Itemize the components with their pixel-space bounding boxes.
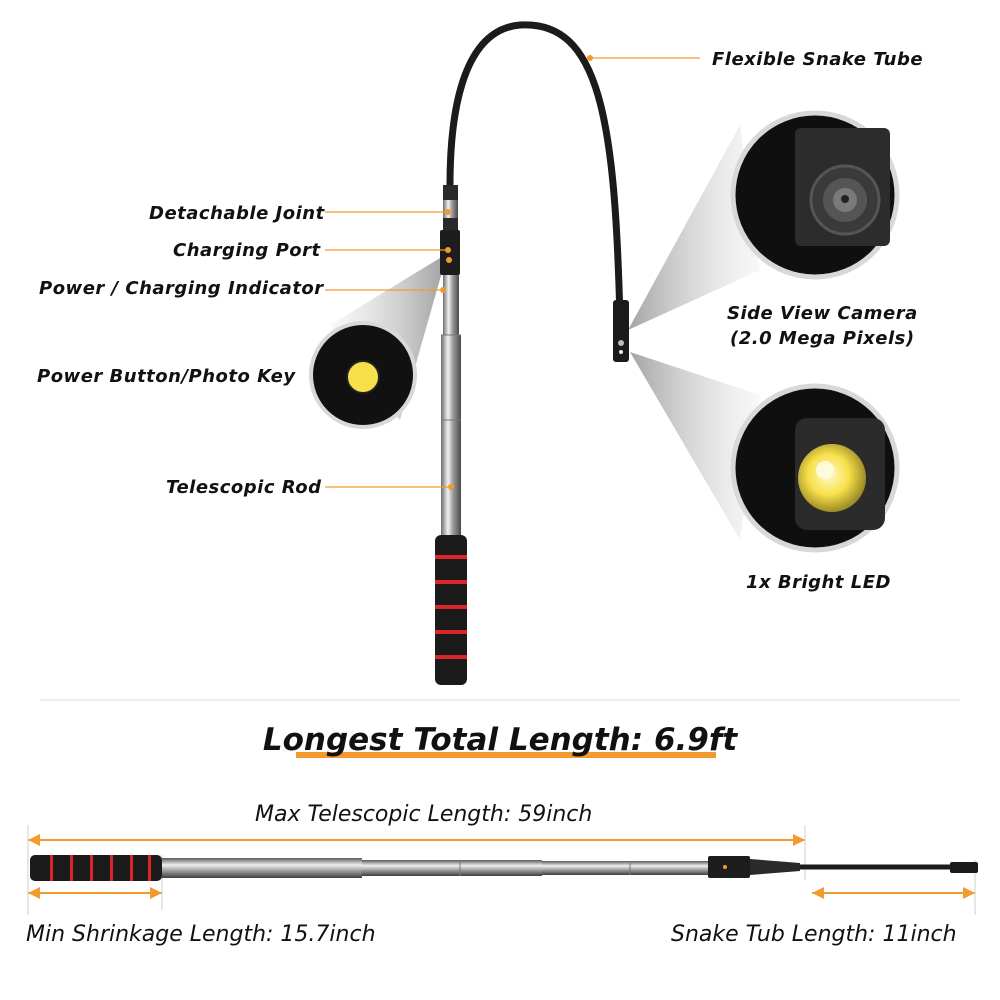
- h-grip: [30, 855, 162, 881]
- label-min-shrinkage: Min Shrinkage Length: 15.7inch: [26, 922, 376, 947]
- h-joint: [750, 859, 800, 875]
- label-camera-pixels: (2.0 Mega Pixels): [730, 328, 915, 349]
- label-side-view-camera: Side View Camera: [727, 303, 918, 324]
- led-beam: [630, 352, 760, 540]
- handle-head: [440, 230, 460, 275]
- h-handle-head: [708, 856, 750, 878]
- label-detachable-joint: Detachable Joint: [149, 203, 325, 224]
- label-flexible-snake-tube: Flexible Snake Tube: [712, 49, 924, 70]
- label-snake-tube-length: Snake Tub Length: 11inch: [671, 922, 957, 947]
- headline-underline: [296, 752, 716, 758]
- h-rod-1: [162, 858, 362, 878]
- label-telescopic-rod: Telescopic Rod: [166, 477, 322, 498]
- h-camera-head: [950, 862, 978, 873]
- label-charging-port: Charging Port: [173, 240, 321, 261]
- snake-tube: [446, 21, 624, 324]
- h-rod-2: [362, 860, 542, 876]
- headline-total-length: Longest Total Length: 6.9ft: [262, 722, 738, 758]
- camera-head: [613, 300, 629, 362]
- label-power-button: Power Button/Photo Key: [37, 366, 296, 387]
- rod-top: [443, 275, 459, 335]
- label-bright-led: 1x Bright LED: [746, 572, 891, 593]
- h-rod-3: [542, 861, 712, 875]
- label-power-charging-indicator: Power / Charging Indicator: [39, 278, 324, 299]
- label-max-telescopic: Max Telescopic Length: 59inch: [255, 802, 593, 827]
- camera-beam: [628, 125, 760, 330]
- grip: [435, 535, 467, 685]
- rod-mid: [441, 335, 461, 535]
